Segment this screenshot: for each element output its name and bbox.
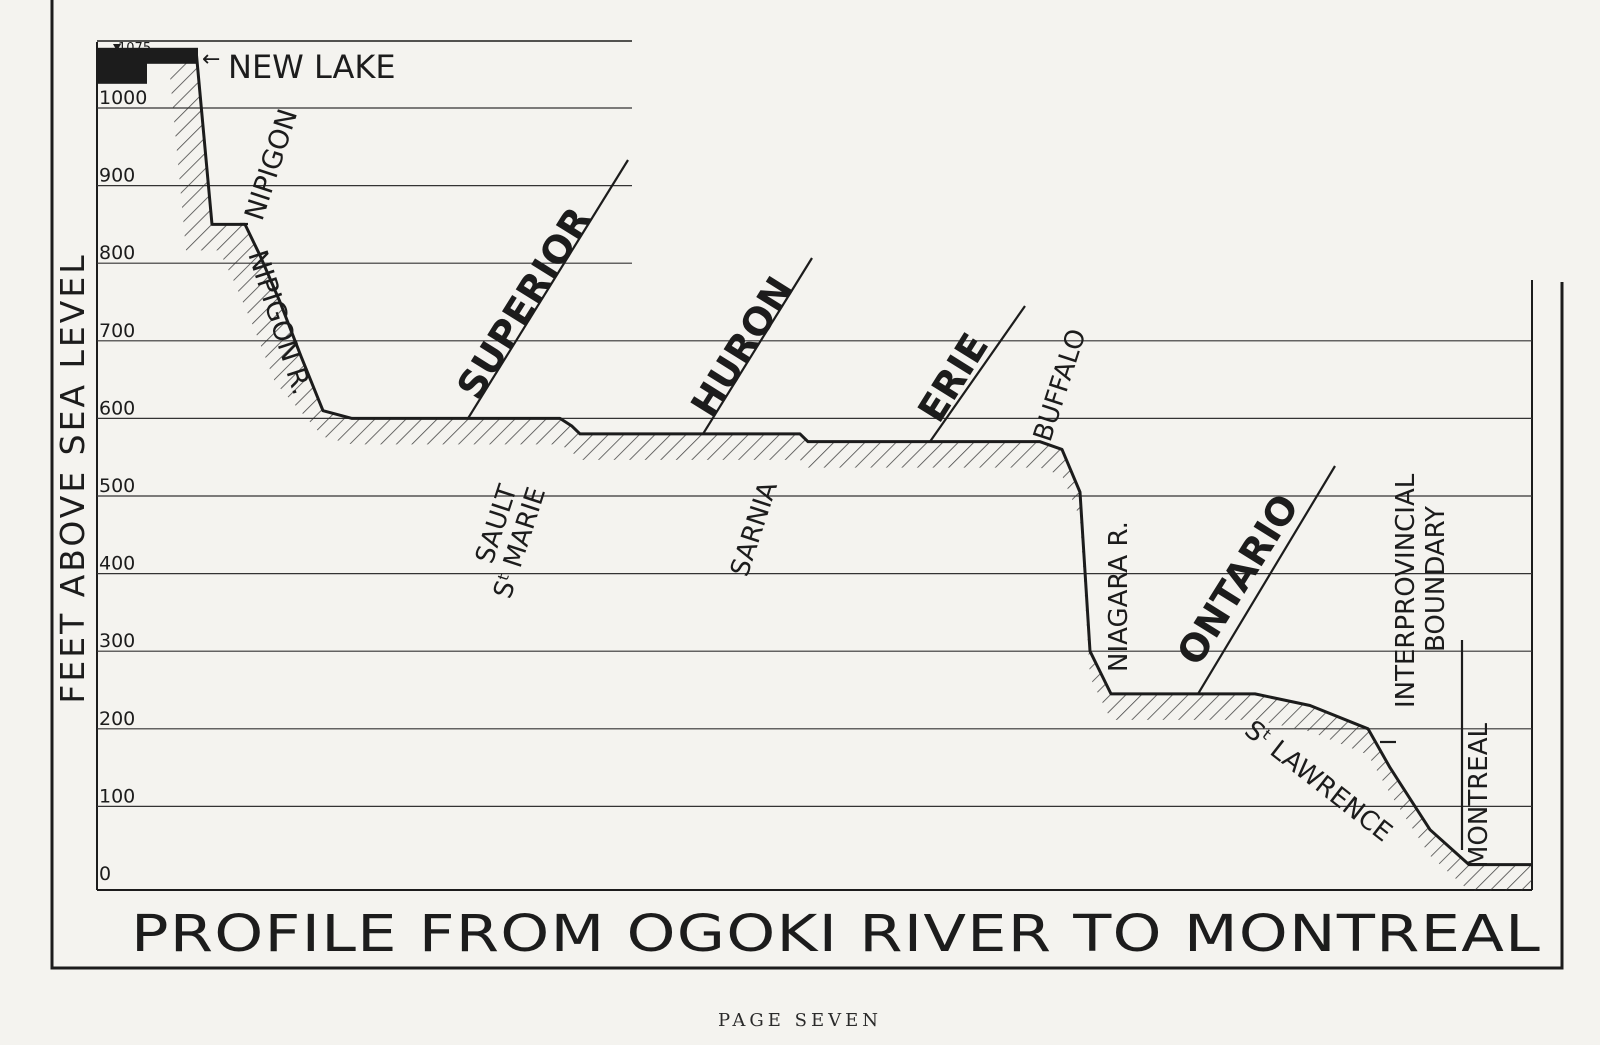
profile-hatching	[165, 49, 1532, 891]
superior-leader	[467, 159, 629, 419]
y-tick-label: 300	[99, 630, 135, 652]
y-tick-label: 200	[99, 708, 135, 730]
y-tick-label: 100	[99, 785, 135, 807]
outer-border	[50, 0, 1564, 970]
top-marker-triangle	[113, 44, 121, 51]
label-st-lawrence: Sᵗ LAWRENCE	[1239, 715, 1398, 848]
y-tick-label: 400	[99, 553, 135, 575]
page-footer: PAGE SEVEN	[717, 1010, 883, 1031]
y-tick-label: 600	[99, 397, 135, 419]
label-montreal: MONTREAL	[1464, 722, 1494, 868]
new-lake-block-lower	[97, 61, 147, 84]
y-tick-label: 700	[99, 320, 135, 342]
label-boundary: BOUNDARY	[1421, 506, 1451, 652]
label-nipigon: NIPIGON	[239, 105, 304, 224]
diagram-frame	[50, 0, 1564, 970]
label-superior: SUPERIOR	[448, 199, 600, 406]
ontario-leader	[1197, 465, 1336, 695]
label-buffalo: BUFFALO	[1028, 325, 1092, 445]
label-huron: HURON	[682, 269, 802, 425]
y-axis-label: FEET ABOVE SEA LEVEL	[53, 252, 92, 703]
profile-line	[191, 48, 1532, 867]
label-interprovincial: INTERPROVINCIAL	[1391, 473, 1421, 708]
y-tick-label: 1000	[99, 87, 147, 109]
y-tick-label: 500	[99, 475, 135, 497]
profile-layer	[97, 44, 1532, 891]
label-new-lake: NEW LAKE	[228, 48, 396, 86]
y-tick-label: 900	[99, 165, 135, 187]
arrow-new-lake: ←	[202, 47, 220, 72]
y-tick-label: 800	[99, 242, 135, 264]
label-sarnia: SARNIA	[725, 478, 784, 580]
y-axis-ticks: 0 100 200 300 400 500 600 700 800 900 1000	[99, 87, 147, 885]
label-ontario: ONTARIO	[1168, 486, 1307, 672]
huron-leader	[702, 257, 813, 435]
label-niagara-river: NIAGARA R.	[1104, 521, 1134, 672]
erie-leader	[929, 305, 1026, 443]
y-tick-label: 0	[99, 863, 111, 885]
chart-title: PROFILE FROM OGOKI RIVER TO MONTREAL	[131, 905, 1541, 964]
new-lake-block	[97, 47, 198, 64]
top-marker-label: 1075	[118, 41, 151, 56]
